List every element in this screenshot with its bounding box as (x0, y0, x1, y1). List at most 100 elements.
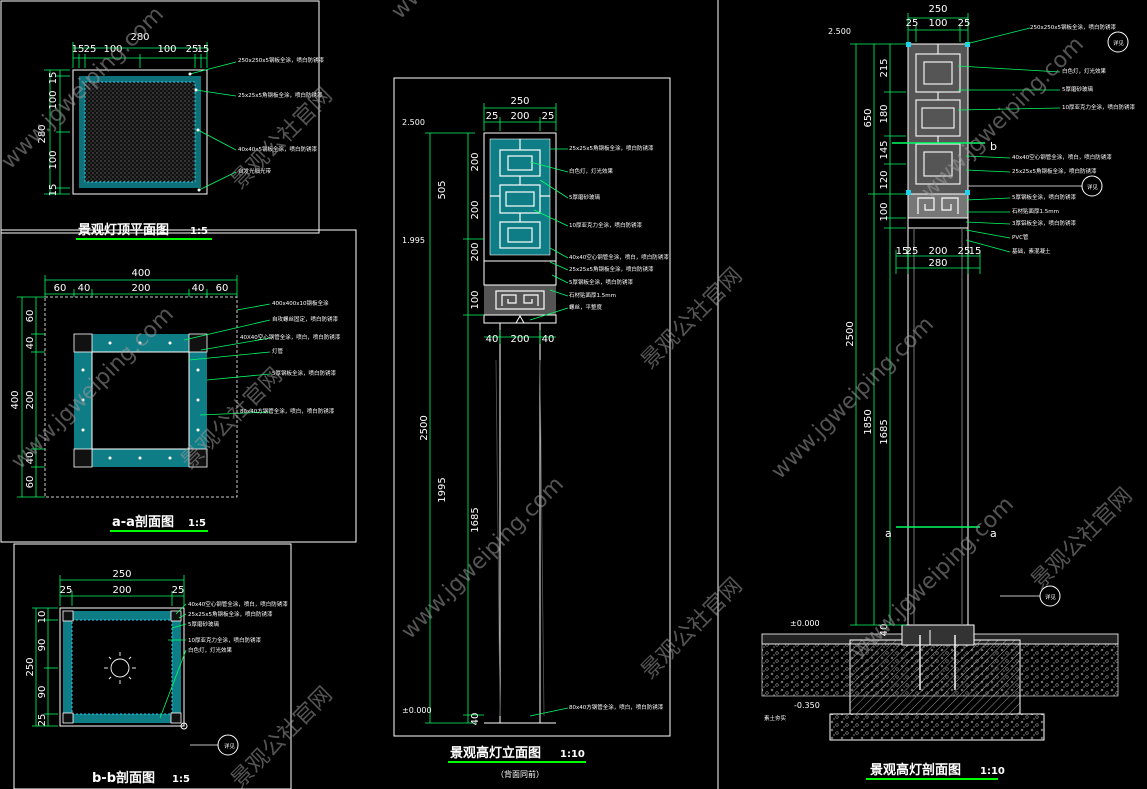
note-text: 25x25x5角钢板全涂，喷白防锈漆 (1012, 167, 1097, 175)
dim-label: 15 (72, 44, 85, 55)
elevation-title: 景观高灯立面图 (450, 745, 541, 761)
top-plan-title: 景观灯顶平面图 (78, 222, 169, 238)
note-text: 80x40方钢管全涂，喷白，喷白防锈漆 (569, 703, 664, 711)
dim-label: 100 (928, 18, 947, 29)
dim-label: 400 (131, 268, 150, 279)
top-plan-drawing: 280 15 25 100 100 25 15 280 15 100 100 1… (37, 32, 325, 240)
dim-label: 60 (25, 310, 36, 323)
cut-label-b: b (990, 140, 997, 153)
dim-label: 100 (48, 150, 59, 169)
dim-label: 90 (37, 686, 48, 699)
dim-label: 200 (510, 334, 529, 345)
note-text: 石材贴面厚1.5mm (1012, 207, 1059, 215)
note-text: 10厚亚克力全涂，喷白防锈漆 (569, 221, 642, 229)
dim-label: 25 (542, 111, 555, 122)
note-text: 白色灯，灯光效果 (569, 167, 614, 175)
note-text: 自发光细光带 (238, 167, 272, 175)
dim-label: 505 (437, 180, 448, 199)
note-text: 5厚磨砂玻璃 (1062, 85, 1093, 93)
watermark-brand: 景观公社官网 (227, 83, 338, 194)
dim-label: 40 (25, 452, 36, 465)
cut-label-a: a (885, 527, 892, 540)
dim-label: 100 (157, 44, 176, 55)
dim-label: 25 (486, 111, 499, 122)
dim-label: 15 (48, 72, 59, 85)
level-bottom: ±0.000 (402, 706, 432, 715)
note-text: 25x25x5角钢板全涂，喷白防锈漆 (569, 265, 654, 273)
elevation-drawing: 250 25 200 25 40 200 40 2.500 1.995 ±0.0… (402, 96, 669, 779)
level-top: 2.500 (402, 118, 425, 127)
note-text: 5厚磨砂玻璃 (569, 193, 600, 201)
foundation-note: 素土夯实 (764, 714, 787, 722)
dim-label: 145 (879, 140, 890, 159)
dim-label: 40 (78, 283, 91, 294)
watermark-brand: 景观公社官网 (227, 682, 338, 789)
dim-label: 400 (10, 390, 21, 409)
note-text: 250x250x5钢板全涂，喷白防锈漆 (1030, 23, 1117, 31)
dim-label: 25 (84, 44, 97, 55)
sun-icon (104, 652, 136, 684)
dim-label: 215 (879, 58, 890, 77)
frame-top-plan (0, 0, 320, 234)
bb-section-scale: 1:5 (172, 774, 190, 785)
elevation-scale: 1:10 (560, 749, 585, 760)
dim-label: 60 (25, 476, 36, 489)
note-text: 白色灯，灯光效果 (188, 646, 233, 654)
frame-elevation (393, 77, 671, 737)
callout-label: 详见 (1087, 183, 1099, 191)
dim-label: 280 (130, 32, 149, 43)
dim-label: 120 (879, 170, 890, 189)
dim-label: 40 (192, 283, 205, 294)
dim-label: 25 (37, 714, 48, 727)
note-text: 40X40空心钢管全涂，喷白，喷白防锈漆 (240, 333, 341, 341)
aa-section-scale: 1:5 (188, 518, 206, 529)
dim-label: 10 (37, 611, 48, 624)
dim-label: 250 (928, 4, 947, 15)
level-ground: ±0.000 (790, 619, 820, 628)
note-text: 5厚钢板全涂，喷白防锈漆 (1012, 193, 1077, 201)
dim-label: 650 (863, 108, 874, 127)
dim-label: 25 (906, 246, 919, 257)
note-text: 5厚钢板全涂，喷白防锈漆 (569, 278, 634, 286)
dim-label: 100 (48, 90, 59, 109)
top-plan-dims-left: 280 15 100 100 15 (37, 72, 59, 197)
note-text: 80x40方钢管全涂，喷白，喷白防锈漆 (240, 407, 335, 415)
detail-callout: 详见 (190, 734, 239, 756)
watermark-brand: 景观公社官网 (1027, 483, 1138, 594)
dim-label: 40 (25, 337, 36, 350)
level-top: 2.500 (828, 27, 851, 36)
dim-label: 40 (879, 624, 890, 637)
aa-section-title: a-a剖面图 (112, 514, 174, 530)
bb-section-drawing: 250 25 200 25 250 10 90 90 25 40x40空心钢管全… (25, 569, 288, 786)
note-text: PVC管 (1012, 233, 1029, 241)
dim-label: 40 (486, 334, 499, 345)
note-text: 40x40空心钢管全涂，喷白，喷白防锈漆 (569, 253, 669, 261)
section-scale: 1:10 (980, 766, 1005, 777)
section-title: 景观高灯剖面图 (870, 762, 961, 778)
note-text: 白色灯，灯光效果 (1062, 67, 1107, 75)
note-text: 40x40空心钢管全涂，喷白，喷白防锈漆 (1012, 153, 1112, 161)
dim-label: 250 (112, 569, 131, 580)
dim-label: 200 (470, 242, 481, 261)
note-text: 25x25x5角钢板全涂，喷白防锈漆 (188, 610, 273, 618)
frame-bb-section (13, 543, 292, 789)
dim-label: 280 (37, 124, 48, 143)
dim-label: 25 (906, 18, 919, 29)
dim-label: 200 (470, 200, 481, 219)
watermark-site: www.jgweiping.com (387, 0, 559, 24)
dim-label: 200 (131, 283, 150, 294)
dim-label: 100 (470, 290, 481, 309)
note-text: 螺丝，平整度 (569, 303, 603, 311)
note-text: 石材贴面厚1.5mm (569, 291, 616, 299)
dim-label: 200 (112, 585, 131, 596)
dim-label: 180 (879, 104, 890, 123)
note-text: 10厚亚克力全涂，喷白防锈漆 (188, 636, 261, 644)
frame-aa-section (0, 229, 357, 543)
dim-label: 1995 (437, 477, 448, 502)
top-plan-scale: 1:5 (190, 226, 208, 237)
dim-label: 40 (470, 713, 481, 726)
dim-label: 15 (896, 246, 909, 257)
note-text: 3厚铝板全涂，喷白防锈漆 (1012, 219, 1077, 227)
dim-label: 60 (216, 283, 229, 294)
